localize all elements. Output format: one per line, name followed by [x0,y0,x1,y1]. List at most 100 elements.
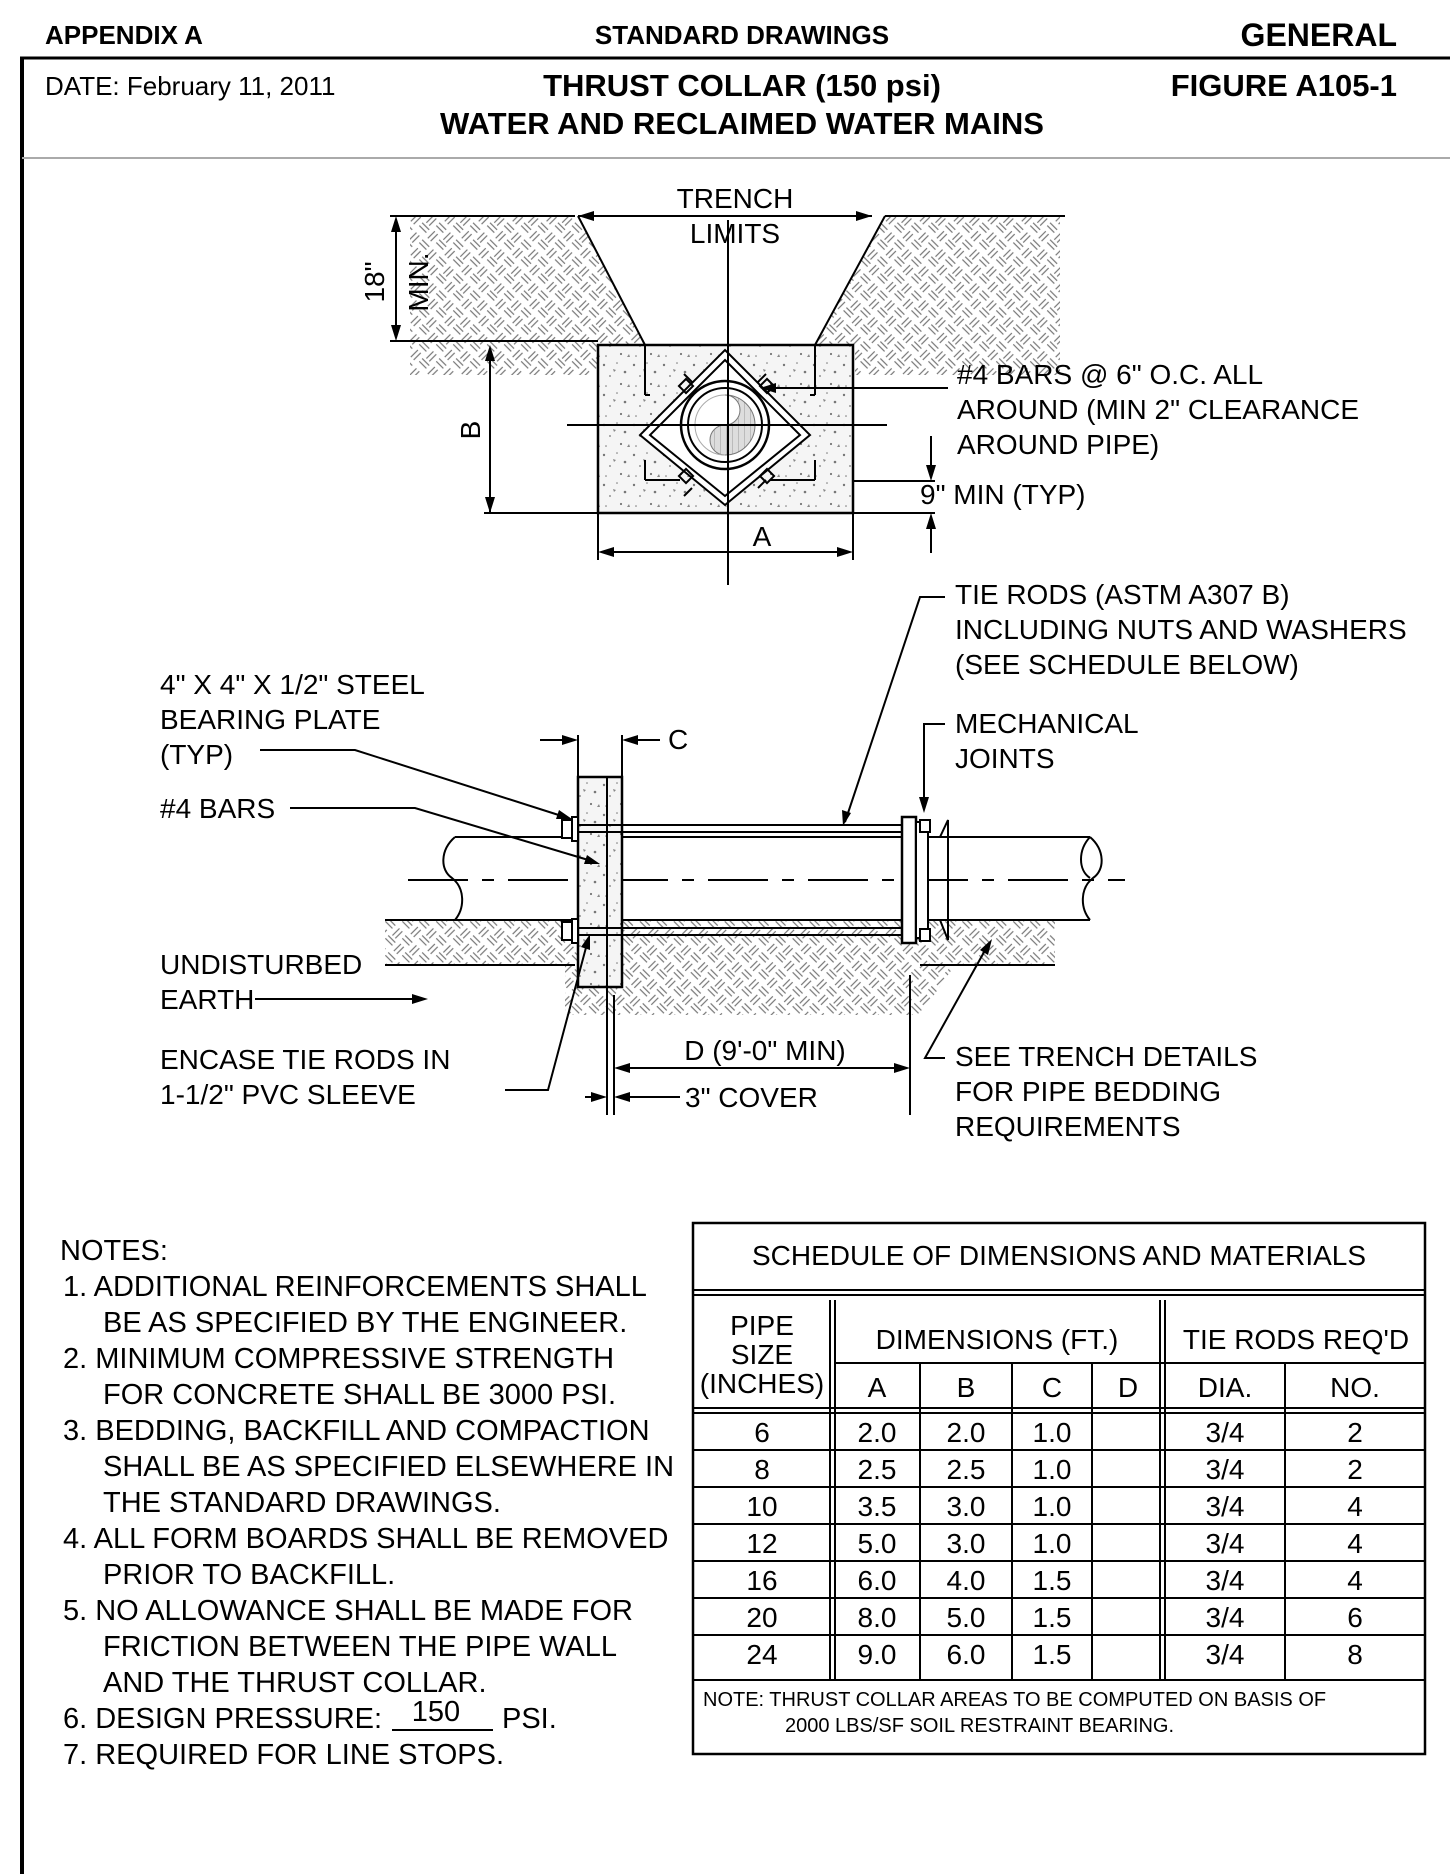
date-label: DATE: February 11, 2011 [45,71,335,101]
dim-a-cell: 8.0 [858,1602,897,1633]
rod-count-cell: 2 [1347,1454,1363,1485]
note-line: SHALL BE AS SPECIFIED ELSEWHERE IN [103,1451,674,1483]
plate-line2: BEARING PLATE [160,704,380,735]
dim-c-label: C [668,724,688,755]
category-label: GENERAL [1241,17,1397,53]
col-dia-header: DIA. [1198,1372,1252,1403]
note-line: AND THE THRUST COLLAR. [103,1667,487,1699]
trench-details-line1: SEE TRENCH DETAILS [955,1041,1257,1072]
pipe-size-cell: 24 [746,1639,777,1670]
rod-count-cell: 2 [1347,1417,1363,1448]
note-line: 7. REQUIRED FOR LINE STOPS. [63,1739,504,1771]
note-line: 2. MINIMUM COMPRESSIVE STRENGTH [63,1343,614,1375]
note-line: 6. DESIGN PRESSURE: [63,1703,382,1735]
soil-right [815,216,1060,375]
min-typ-label: 9" MIN (TYP) [920,479,1086,510]
earth-line2: EARTH [160,984,254,1015]
drawing-title-line1: THRUST COLLAR (150 psi) [543,68,941,103]
rod-count-cell: 4 [1347,1528,1363,1559]
rod-count-cell: 4 [1347,1565,1363,1596]
design-pressure-value: 150 [412,1696,460,1728]
mechanical-joint [900,815,918,945]
dim-d-label: D (9'-0" MIN) [684,1035,846,1066]
note-line: BE AS SPECIFIED BY THE ENGINEER. [103,1307,627,1339]
pipe-size-cell: 12 [746,1528,777,1559]
profile-view: C D (9'-0" MIN) 3" COVER TIE RODS (ASTM … [160,579,1407,1142]
col-no-header: NO. [1330,1372,1380,1403]
title-block: APPENDIX A STANDARD DRAWINGS GENERAL DAT… [20,17,1450,1874]
dim-c-cell: 1.0 [1033,1528,1072,1559]
dim-c-cell: 1.5 [1033,1602,1072,1633]
trench-details-line3: REQUIREMENTS [955,1111,1181,1142]
drawing-title-line2: WATER AND RECLAIMED WATER MAINS [440,106,1044,141]
dim-b-cell: 3.0 [947,1528,986,1559]
soil-profile [385,920,1055,1015]
dim-a-cell: 2.5 [858,1454,897,1485]
rod-dia-cell: 3/4 [1206,1528,1245,1559]
appendix-label: APPENDIX A [45,20,203,50]
pipe-size-header-3: (INCHES) [700,1368,824,1399]
dim-a-cell: 9.0 [858,1639,897,1670]
rod-count-cell: 8 [1347,1639,1363,1670]
dim-c-cell: 1.0 [1033,1417,1072,1448]
schedule-table: SCHEDULE OF DIMENSIONS AND MATERIALS PIP… [691,1221,1427,1756]
rod-dia-cell: 3/4 [1206,1602,1245,1633]
notes-block: NOTES: 1. ADDITIONAL REINFORCEMENTS SHAL… [60,1235,674,1771]
note-line: PRIOR TO BACKFILL. [103,1559,395,1591]
notes-heading: NOTES: [60,1235,168,1267]
schedule-title: SCHEDULE OF DIMENSIONS AND MATERIALS [752,1240,1366,1271]
pipe-size-cell: 6 [754,1417,770,1448]
col-d-header: D [1118,1372,1138,1403]
design-pressure-unit: PSI. [502,1703,557,1735]
dimensions-header: DIMENSIONS (FT.) [876,1324,1119,1355]
dim-b-cell: 2.0 [947,1417,986,1448]
rod-dia-cell: 3/4 [1206,1639,1245,1670]
pipe-size-cell: 10 [746,1491,777,1522]
cover-label: 3" COVER [685,1082,818,1113]
pipe-size-cell: 20 [746,1602,777,1633]
rod-dia-cell: 3/4 [1206,1565,1245,1596]
mech-joints-line1: MECHANICAL [955,708,1139,739]
pipe-size-cell: 16 [746,1565,777,1596]
trench-details-line2: FOR PIPE BEDDING [955,1076,1221,1107]
note-line: 1. ADDITIONAL REINFORCEMENTS SHALL [63,1271,647,1303]
plate-line1: 4" X 4" X 1/2" STEEL [160,669,425,700]
rod-dia-cell: 3/4 [1206,1491,1245,1522]
earth-line1: UNDISTURBED [160,949,362,980]
dim-a-cell: 2.0 [858,1417,897,1448]
col-b-header: B [957,1372,976,1403]
thrust-collar-profile [576,775,624,989]
tie-rods-line2: INCLUDING NUTS AND WASHERS [955,614,1407,645]
bars-label: #4 BARS [160,793,275,824]
plate-line3: (TYP) [160,739,233,770]
trench-limits-line2: LIMITS [690,218,780,249]
col-c-header: C [1042,1372,1062,1403]
dim-a-cell: 6.0 [858,1565,897,1596]
dim-b-cell: 6.0 [947,1639,986,1670]
rod-dia-cell: 3/4 [1206,1417,1245,1448]
dim-c-cell: 1.0 [1033,1491,1072,1522]
rod-count-cell: 6 [1347,1602,1363,1633]
note-line: THE STANDARD DRAWINGS. [103,1487,501,1519]
note-line: 3. BEDDING, BACKFILL AND COMPACTION [63,1415,650,1447]
col-a-header: A [868,1372,887,1403]
figure-number: FIGURE A105-1 [1171,68,1397,103]
dim-a-cell: 3.5 [858,1491,897,1522]
encase-line2: 1-1/2" PVC SLEEVE [160,1079,416,1110]
note-line: FOR CONCRETE SHALL BE 3000 PSI. [103,1379,616,1411]
table-row: 6 2.0 2.0 1.0 3/4 2 [754,1417,1363,1448]
note-line: 5. NO ALLOWANCE SHALL BE MADE FOR [63,1595,633,1627]
note-line: FRICTION BETWEEN THE PIPE WALL [103,1631,617,1663]
tie-rods-line3: (SEE SCHEDULE BELOW) [955,649,1299,680]
rod-count-cell: 4 [1347,1491,1363,1522]
section-label: STANDARD DRAWINGS [595,20,889,50]
encase-line1: ENCASE TIE RODS IN [160,1044,450,1075]
dim-c-cell: 1.5 [1033,1639,1072,1670]
dim-b-label: B [455,421,486,440]
